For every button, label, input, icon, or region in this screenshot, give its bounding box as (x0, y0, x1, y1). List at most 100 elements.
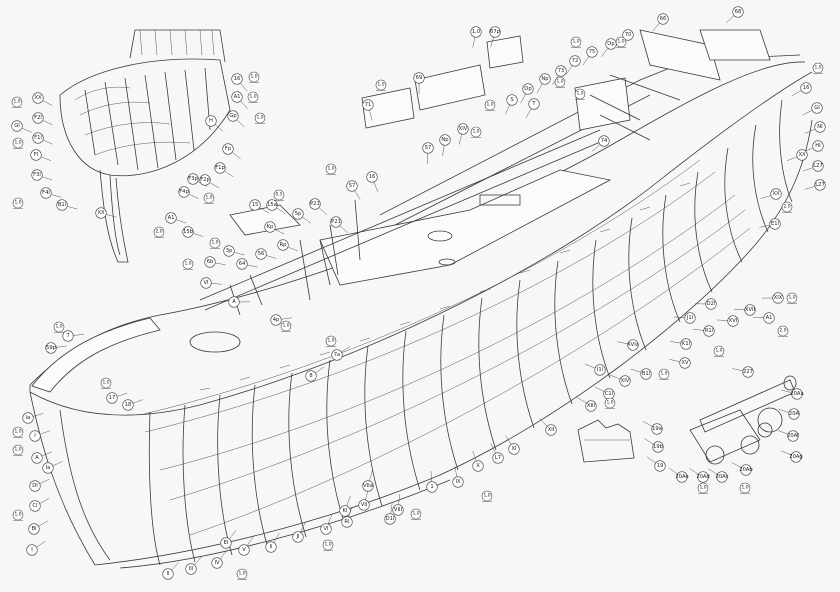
part-label: 73 (555, 65, 567, 77)
part-label-circle (657, 13, 669, 25)
thickness-marker-text: 2,0 (784, 204, 791, 210)
thickness-marker-text: 1,0 (484, 493, 491, 499)
part-label-text: XX (772, 191, 780, 197)
thickness-marker: 0,5 (273, 189, 285, 201)
part-label-circle (45, 342, 57, 354)
part-label-circle (28, 523, 40, 535)
part-label: V (238, 544, 250, 556)
thickness-marker-circle (812, 62, 824, 74)
leader-line (585, 363, 595, 369)
part-label-text: 20Ab (739, 467, 753, 473)
leader-line (67, 206, 78, 210)
part-label-text: F4l (42, 190, 50, 196)
part-label: Op (605, 38, 617, 50)
part-label-text: DI (32, 483, 38, 489)
part-label-text: L27 (815, 182, 825, 188)
part-label-circle (697, 471, 709, 483)
thickness-marker-circle (12, 197, 24, 209)
thickness-marker-circle (410, 508, 422, 520)
part-label: 20Ag (789, 451, 803, 463)
leader-line (246, 536, 254, 546)
part-label: A1 (763, 312, 775, 324)
thickness-marker-circle (12, 444, 24, 456)
leader-lines (21, 15, 816, 571)
leader-line (490, 37, 494, 48)
thickness-marker-circle (570, 36, 582, 48)
thickness-marker-text: 1,0 (15, 512, 22, 518)
part-label-circle (339, 505, 351, 517)
part-label-circle (31, 169, 43, 181)
part-label-text: 17 (109, 395, 116, 401)
thickness-marker-circle (739, 482, 751, 494)
part-label-text: 3p (226, 248, 233, 254)
part-label-text: XX (34, 95, 42, 101)
leader-line (454, 466, 458, 477)
part-label-text: 20Aa (790, 391, 803, 397)
part-label-circle (619, 375, 631, 387)
thickness-marker: 1,0 (12, 426, 24, 438)
thickness-marker-text: 1,0 (15, 140, 22, 146)
part-label-circle (769, 218, 781, 230)
leader-line (646, 456, 656, 464)
thickness-marker-text: 1,0 (328, 166, 335, 172)
part-label-circle (716, 471, 728, 483)
part-label-circle (627, 339, 639, 351)
leader-line (240, 83, 248, 92)
part-label-text: XIII (587, 403, 596, 409)
leader-line (566, 65, 573, 75)
part-label-circle (811, 102, 823, 114)
part-label-circle (539, 73, 551, 85)
part-label-circle (796, 149, 808, 161)
leader-line (777, 430, 788, 435)
part-label-text: Rp (280, 242, 288, 248)
part-label-text: Ia (26, 415, 31, 421)
part-label-circle (266, 199, 278, 211)
part-label: Np (439, 134, 451, 146)
part-label: F3p (187, 173, 199, 185)
leader-line (339, 225, 348, 234)
leader-line (759, 224, 770, 228)
part-label-text: T (531, 101, 536, 107)
thickness-marker: 1,0 (470, 126, 482, 138)
part-label: 69 (413, 72, 425, 84)
part-label-text: 73 (558, 68, 565, 74)
leader-line (40, 430, 51, 435)
part-label-text: H (209, 118, 213, 124)
part-label-circle (586, 46, 598, 58)
leader-line (505, 104, 510, 115)
part-label: 20A (788, 408, 800, 420)
part-label-text: F4p (179, 189, 189, 195)
part-label-text: 74 (601, 138, 608, 144)
part-label-circle (727, 315, 739, 327)
thickness-marker-circle (322, 539, 334, 551)
part-label-circle (32, 132, 44, 144)
part-label-text: 20Ad (696, 474, 709, 480)
part-label: 19 (654, 460, 666, 472)
part-label-circle (220, 537, 232, 549)
thickness-marker-text: 1,0 (573, 39, 580, 45)
leader-line (717, 319, 728, 321)
leader-line (805, 128, 816, 134)
leader-line (21, 127, 32, 133)
leader-line (211, 283, 222, 285)
part-label-circle (640, 368, 652, 380)
part-label: 72 (569, 55, 581, 67)
part-label: 17 (106, 392, 118, 404)
part-label-text: 20Ae (675, 474, 688, 480)
thickness-marker-text: 1,0 (789, 295, 796, 301)
part-label-text: 64 (239, 261, 246, 267)
part-label-circle (270, 314, 282, 326)
thickness-marker-circle (153, 226, 165, 238)
part-label: 57 (346, 180, 358, 192)
part-label: H (205, 115, 217, 127)
part-label-text: XII (548, 427, 555, 433)
leader-line (708, 468, 718, 475)
part-label-text: P21 (310, 201, 320, 207)
thickness-marker: 1,0 (325, 335, 337, 347)
leader-line (804, 186, 815, 190)
part-label: 57 (422, 142, 434, 154)
part-label-circle (522, 83, 534, 95)
leader-line (472, 37, 476, 48)
thickness-marker-circle (280, 320, 292, 332)
part-label-circle (200, 277, 212, 289)
